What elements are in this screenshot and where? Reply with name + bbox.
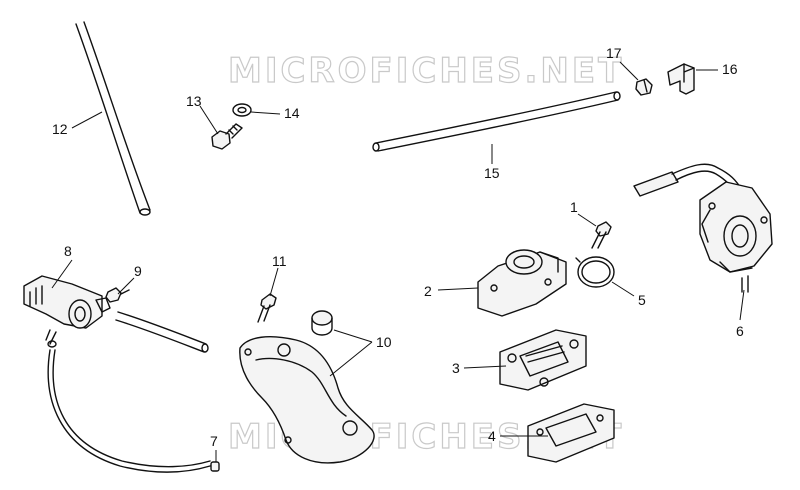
- callout-15: 15: [484, 165, 500, 181]
- callout-1: 1: [570, 199, 578, 215]
- callout-17: 17: [606, 45, 622, 61]
- callout-14: 14: [284, 105, 300, 121]
- part-7-cap[interactable]: [210, 461, 220, 472]
- callout-16: 16: [722, 61, 738, 77]
- part-11-screw[interactable]: [257, 293, 277, 323]
- part-16-elbow[interactable]: [667, 63, 695, 95]
- fuel-line[interactable]: [47, 340, 211, 473]
- part-17-clip[interactable]: [635, 78, 653, 96]
- tap-outlet-hose[interactable]: [115, 311, 209, 353]
- part-5-clamp[interactable]: [575, 256, 615, 288]
- callout-6: 6: [736, 323, 744, 339]
- callout-4: 4: [488, 428, 496, 444]
- part-8-fuel-tap[interactable]: [23, 275, 111, 345]
- callout-11: 11: [272, 253, 287, 269]
- callout-2: 2: [424, 283, 432, 299]
- part-9-bolt[interactable]: [105, 287, 130, 303]
- callout-13: 13: [186, 93, 202, 109]
- watermark-top: MICROFICHES.NET: [228, 51, 624, 91]
- part-14-washer[interactable]: [232, 103, 252, 117]
- callout-10: 10: [376, 334, 392, 350]
- part-4-gasket[interactable]: [527, 403, 615, 463]
- part-6-carburetor[interactable]: [633, 163, 773, 293]
- callout-9: 9: [134, 263, 142, 279]
- leader-lines: [51, 61, 745, 462]
- callout-5: 5: [638, 292, 646, 308]
- part-1-screw[interactable]: [591, 221, 612, 249]
- part-10-cover[interactable]: [239, 310, 375, 464]
- callout-7: 7: [210, 433, 218, 449]
- part-3-reed-valve[interactable]: [499, 329, 587, 391]
- callout-8: 8: [64, 243, 72, 259]
- callout-12: 12: [52, 121, 68, 137]
- part-2-manifold[interactable]: [477, 249, 567, 317]
- callout-3: 3: [452, 360, 460, 376]
- part-12-hose[interactable]: [75, 21, 151, 216]
- part-15-hose[interactable]: [372, 91, 621, 152]
- part-13-bolt[interactable]: [211, 123, 243, 150]
